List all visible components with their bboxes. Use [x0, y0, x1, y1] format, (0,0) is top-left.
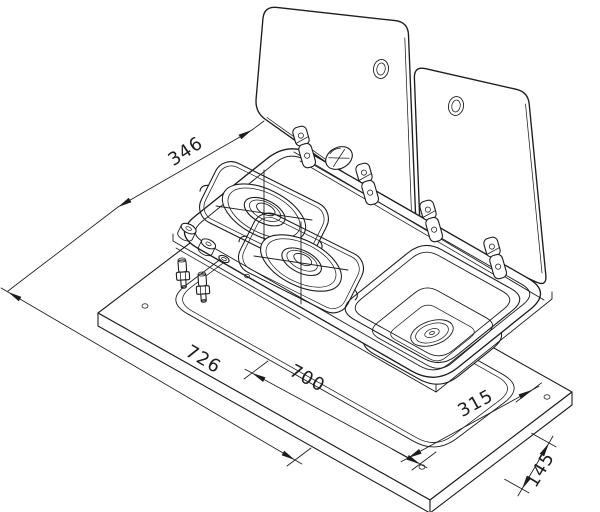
countertop-slab — [97, 204, 573, 512]
unit-rim-inner — [194, 155, 531, 371]
hinge-clamps — [292, 125, 508, 280]
sink-flange — [344, 244, 521, 364]
screw-hole — [543, 394, 551, 400]
rim-hole — [244, 273, 250, 279]
burner-front — [237, 212, 365, 314]
dimension-label-346: 346 — [164, 133, 207, 171]
hinge-clamp-2 — [355, 162, 380, 206]
control-knob-1 — [177, 222, 197, 242]
screw-hole — [141, 303, 149, 309]
sink-drain — [410, 319, 454, 347]
gas-valve-2 — [195, 271, 211, 303]
sink-bowl — [344, 244, 521, 369]
lid-finger-hole — [373, 59, 389, 79]
gas-valve-1 — [175, 257, 191, 289]
slab-right-face — [429, 391, 573, 512]
piezo-igniter — [325, 146, 353, 170]
ignition-button — [218, 254, 230, 264]
hinge-clamp-4 — [483, 236, 508, 280]
slab-front-face — [97, 312, 431, 512]
pan-support-crossbar — [253, 221, 349, 305]
hinge-clamp-3 — [419, 199, 444, 243]
control-knob-2 — [197, 238, 217, 257]
hinge-clamp-1 — [292, 125, 317, 169]
dimension-label-145: 145 — [522, 448, 559, 491]
burner-rear — [199, 161, 329, 265]
lid-finger-hole — [447, 96, 465, 116]
